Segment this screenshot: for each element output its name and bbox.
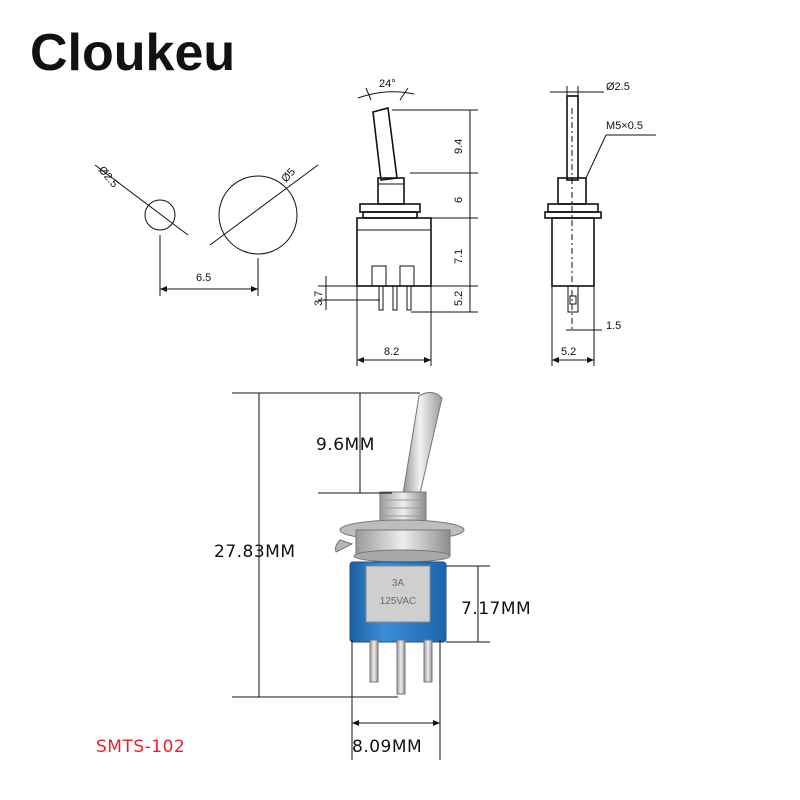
dim-body-height: 7.1 <box>453 249 465 264</box>
dim-total-mm: 27.83MM <box>214 542 296 562</box>
brand-logo: Cloukeu <box>30 24 235 82</box>
dim-lever-diameter: Ø2.5 <box>606 81 630 93</box>
large-hole <box>218 175 298 255</box>
dim-bushing-height: 6 <box>453 197 465 203</box>
model-label: SMTS-102 <box>96 737 185 757</box>
dim-hole-spacing: 6.5 <box>196 272 211 284</box>
small-hole <box>144 199 176 231</box>
dim-lever-mm: 9.6MM <box>316 435 375 455</box>
dim-lever-height: 9.4 <box>453 139 465 154</box>
side-view-drawing: Ø2.5 M5×0.5 1.5 5.2 <box>544 81 656 366</box>
dim-body-mm: 7.17MM <box>461 599 531 619</box>
dim-pin-length: 5.2 <box>453 291 465 306</box>
dim-thread: M5×0.5 <box>606 120 643 132</box>
dim-pin-offset: 3.7 <box>313 291 325 306</box>
body-marking-2: 125VAC <box>380 596 417 607</box>
front-view-drawing: 24° 9.4 6 7.1 5.2 3.7 <box>313 78 478 366</box>
dim-pin-thickness: 1.5 <box>606 320 621 332</box>
body-marking-1: 3A <box>392 578 405 589</box>
switch-photo: 3A 125VAC 9.6MM 27.83MM 7.17MM 8.09MM SM… <box>96 392 531 760</box>
dim-hole-small: Ø2.5 <box>96 164 121 190</box>
mounting-hole-drawing: Ø2.5 Ø5 6.5 <box>94 164 319 296</box>
dim-angle: 24° <box>379 78 396 90</box>
dim-body-depth: 5.2 <box>561 346 576 358</box>
dim-width-mm: 8.09MM <box>352 737 422 757</box>
dim-body-width: 8.2 <box>384 346 399 358</box>
